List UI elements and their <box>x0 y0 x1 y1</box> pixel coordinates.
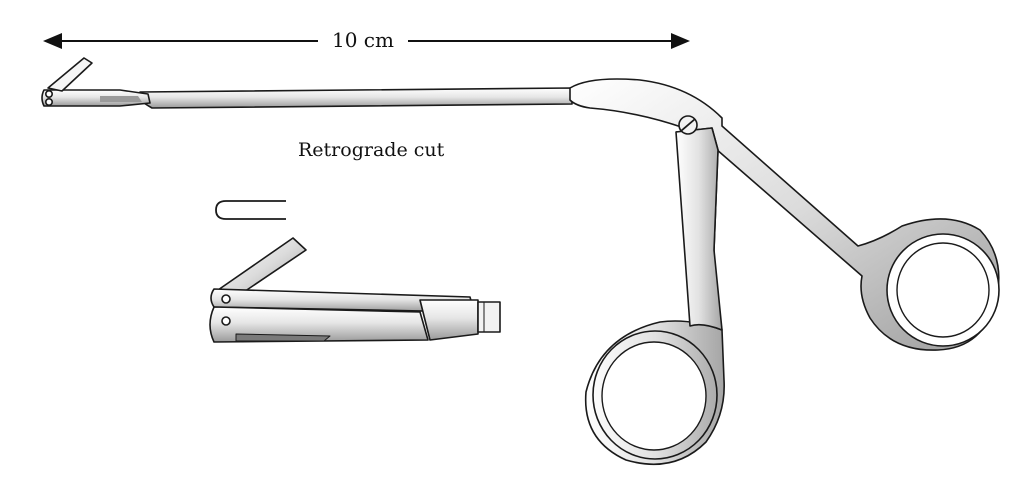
forceps-shaft <box>139 87 573 109</box>
retrograde-cut-label: Retrograde cut <box>298 138 445 162</box>
detail-collar <box>477 301 501 333</box>
detail-body <box>209 306 429 343</box>
jaw-detail <box>209 200 501 343</box>
finger-ring-left <box>592 330 718 460</box>
scale-length-label: 10 cm <box>318 27 408 53</box>
screw-icon <box>678 115 698 135</box>
forceps-illustration <box>41 57 1000 466</box>
blade-profile-mark <box>215 200 286 220</box>
tip-blade <box>47 57 93 92</box>
